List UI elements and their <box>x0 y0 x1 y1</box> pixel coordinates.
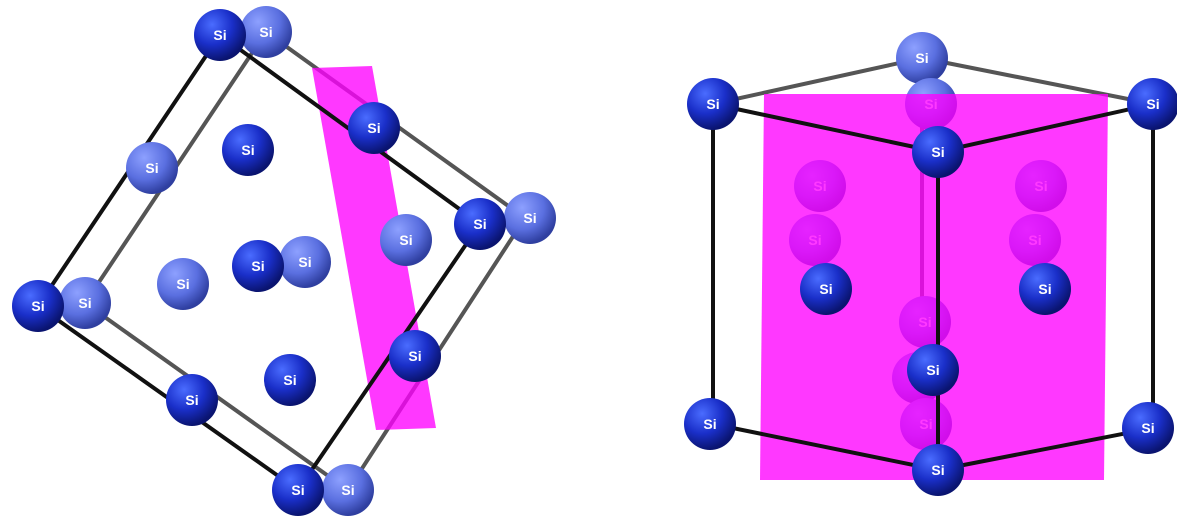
svg-text:Si: Si <box>259 24 272 40</box>
svg-text:Si: Si <box>915 50 928 66</box>
si-atom: Si <box>684 398 736 450</box>
si-atom: Si <box>380 214 432 266</box>
si-atom: Si <box>389 330 441 382</box>
svg-text:Si: Si <box>819 281 832 297</box>
left-atoms: Si Si Si Si Si Si Si Si Si Si Si Si Si S… <box>12 6 556 516</box>
si-atom: Si <box>322 464 374 516</box>
svg-text:Si: Si <box>241 142 254 158</box>
si-atom: Si <box>232 240 284 292</box>
si-atom: Si <box>222 124 274 176</box>
svg-text:Si: Si <box>931 144 944 160</box>
left-unit-cell-diagram: Si Si Si Si Si Si Si Si Si Si Si Si Si S… <box>12 6 556 516</box>
si-atom: Si <box>454 198 506 250</box>
svg-text:Si: Si <box>926 362 939 378</box>
svg-text:Si: Si <box>341 482 354 498</box>
right-front-edges <box>711 102 1155 472</box>
svg-text:Si: Si <box>473 216 486 232</box>
right-front-atoms: Si Si Si Si Si Si Si Si Si <box>684 78 1177 496</box>
svg-text:Si: Si <box>251 258 264 274</box>
si-atom: Si <box>907 344 959 396</box>
si-atom: Si <box>240 6 292 58</box>
si-atom: Si <box>348 102 400 154</box>
si-atom: Si <box>687 78 739 130</box>
svg-text:Si: Si <box>291 482 304 498</box>
si-atom: Si <box>504 192 556 244</box>
svg-text:Si: Si <box>213 27 226 43</box>
svg-text:Si: Si <box>176 276 189 292</box>
svg-text:Si: Si <box>703 416 716 432</box>
svg-text:Si: Si <box>931 462 944 478</box>
svg-text:Si: Si <box>31 298 44 314</box>
svg-text:Si: Si <box>367 120 380 136</box>
si-atom: Si <box>194 9 246 61</box>
si-atom: Si <box>1122 402 1174 454</box>
si-atom: Si <box>279 236 331 288</box>
si-atom: Si <box>896 32 948 84</box>
si-atom: Si <box>912 126 964 178</box>
svg-text:Si: Si <box>408 348 421 364</box>
svg-text:Si: Si <box>283 372 296 388</box>
svg-text:Si: Si <box>1038 281 1051 297</box>
si-atom: Si <box>1127 78 1177 130</box>
si-atom: Si <box>912 444 964 496</box>
si-atom: Si <box>59 277 111 329</box>
svg-text:Si: Si <box>399 232 412 248</box>
svg-text:Si: Si <box>185 392 198 408</box>
svg-text:Si: Si <box>1141 420 1154 436</box>
svg-text:Si: Si <box>523 210 536 226</box>
si-atom: Si <box>166 374 218 426</box>
svg-text:Si: Si <box>145 160 158 176</box>
si-atom: Si <box>157 258 209 310</box>
right-unit-cell-diagram: Si Si Si Si Si Si Si Si Si Si Si Si <box>684 32 1177 496</box>
svg-text:Si: Si <box>1146 96 1159 112</box>
si-atom: Si <box>12 280 64 332</box>
si-atom: Si <box>264 354 316 406</box>
si-atom: Si <box>272 464 324 516</box>
right-cleavage-plane <box>760 94 1108 480</box>
svg-text:Si: Si <box>706 96 719 112</box>
si-atom: Si <box>1019 263 1071 315</box>
svg-text:Si: Si <box>298 254 311 270</box>
si-atom: Si <box>800 263 852 315</box>
si-atom: Si <box>126 142 178 194</box>
svg-text:Si: Si <box>78 295 91 311</box>
